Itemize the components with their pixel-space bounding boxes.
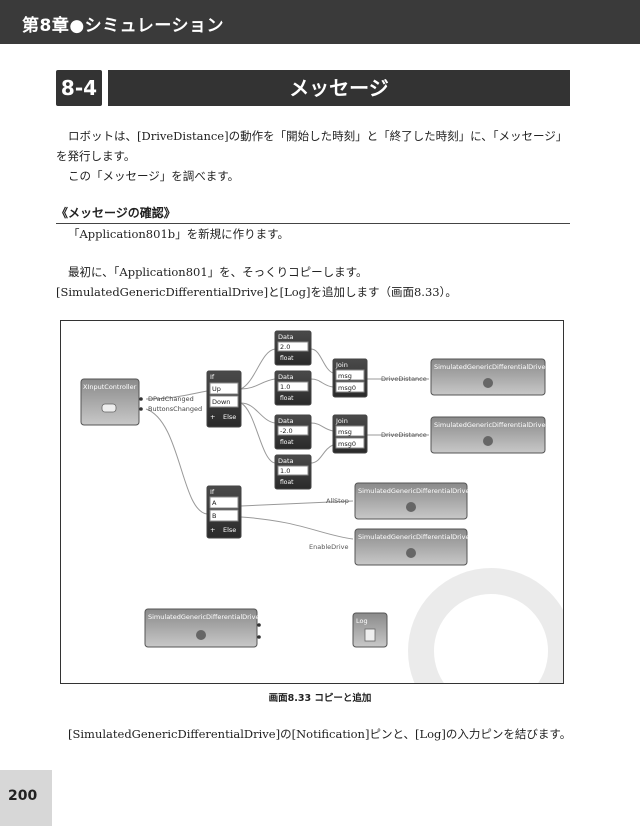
figure-caption: 画面8.33 コピーと追加 bbox=[268, 693, 372, 704]
join-node-2[interactable]: Join msg msg0 bbox=[332, 414, 368, 454]
section-title: メッセージ bbox=[108, 70, 570, 106]
if2-case-b: B bbox=[212, 512, 216, 520]
conn-buttons-to-if2 bbox=[145, 408, 208, 515]
gamepad-icon bbox=[101, 403, 117, 413]
data-node-1[interactable]: Data 2.0 float bbox=[274, 330, 312, 366]
drive-distance-label-2: DriveDistance bbox=[381, 431, 427, 439]
page-number: 200 bbox=[8, 788, 38, 804]
if-node-2[interactable]: If A B + Else bbox=[206, 485, 242, 539]
join2-title: Join bbox=[335, 417, 348, 425]
dpad-changed-label: DPadChanged bbox=[148, 395, 194, 403]
conn-down-to-data4 bbox=[240, 402, 276, 464]
sim-drive-node-4[interactable]: SimulatedGenericDifferentialDrive bbox=[354, 528, 469, 566]
join1-msg0: msg0 bbox=[338, 384, 356, 392]
section-number: 8-4 bbox=[56, 70, 102, 106]
step-2: 最初に、「Application801」を、そっくりコピーします。 bbox=[68, 265, 368, 279]
if1-plus: + bbox=[210, 413, 215, 421]
sim-drive-2-title: SimulatedGenericDifferentialDrive bbox=[434, 421, 545, 429]
conn-data4-to-join2 bbox=[310, 444, 334, 464]
if1-case-up: Up bbox=[212, 385, 221, 393]
data3-type: float bbox=[280, 439, 294, 446]
sim-drive-5-title: SimulatedGenericDifferentialDrive bbox=[148, 613, 259, 621]
conn-up-to-data2 bbox=[240, 378, 276, 390]
log-node[interactable]: Log bbox=[352, 612, 388, 648]
chapter-header-bar: 第8章●シミュレーション bbox=[0, 0, 640, 44]
data3-title: Data bbox=[278, 417, 294, 425]
data4-type: float bbox=[280, 479, 294, 486]
xinput-controller-node[interactable]: XInputController bbox=[80, 378, 143, 426]
if2-case-a: A bbox=[212, 499, 217, 507]
conn-data2-to-join1 bbox=[310, 378, 334, 388]
data3-value: -2.0 bbox=[280, 427, 293, 435]
sim-drive-node-1[interactable]: SimulatedGenericDifferentialDrive bbox=[430, 358, 546, 396]
watermark-gear-icon bbox=[408, 568, 563, 683]
if2-title: If bbox=[210, 488, 215, 496]
gear-icon bbox=[483, 378, 493, 388]
gear-icon bbox=[406, 548, 416, 558]
if1-case-down: Down bbox=[212, 398, 230, 406]
buttons-changed-label: ButtonsChanged bbox=[148, 405, 202, 413]
closing-text: [SimulatedGenericDifferentialDrive]の[Not… bbox=[68, 727, 572, 741]
if2-else: Else bbox=[223, 526, 236, 534]
xinput-title: XInputController bbox=[83, 383, 137, 391]
join2-msg: msg bbox=[338, 428, 352, 436]
step-1: 「Application801b」を新規に作ります。 bbox=[68, 227, 289, 241]
gear-icon bbox=[483, 436, 493, 446]
data2-title: Data bbox=[278, 373, 294, 381]
chapter-title: 第8章●シミュレーション bbox=[22, 16, 224, 36]
data2-type: float bbox=[280, 395, 294, 402]
if1-title: If bbox=[210, 373, 215, 381]
data-node-3[interactable]: Data -2.0 float bbox=[274, 414, 312, 450]
intro-line-1: ロボットは、[DriveDistance]の動作を「開始した時刻」と「終了した時… bbox=[68, 129, 568, 143]
data2-value: 1.0 bbox=[280, 383, 290, 391]
data4-value: 1.0 bbox=[280, 467, 290, 475]
join-node-1[interactable]: Join msg msg0 bbox=[332, 358, 368, 398]
data4-title: Data bbox=[278, 457, 294, 465]
enable-drive-label: EnableDrive bbox=[309, 543, 348, 551]
conn-a-to-drive3 bbox=[240, 500, 354, 507]
gear-icon bbox=[406, 502, 416, 512]
intro-line-3: この「メッセージ」を調べます。 bbox=[68, 169, 240, 183]
sim-drive-node-3[interactable]: SimulatedGenericDifferentialDrive bbox=[354, 482, 469, 520]
data-node-2[interactable]: Data 1.0 float bbox=[274, 370, 312, 406]
data1-value: 2.0 bbox=[280, 343, 290, 351]
if-node-1[interactable]: If Up Down + Else bbox=[206, 370, 242, 428]
intro-line-2: を発行します。 bbox=[56, 149, 136, 163]
if1-else: Else bbox=[223, 413, 236, 421]
page-number-box: 200 bbox=[0, 770, 52, 826]
step-3: [SimulatedGenericDifferentialDrive]と[Log… bbox=[56, 285, 457, 299]
data1-title: Data bbox=[278, 333, 294, 341]
data1-type: float bbox=[280, 355, 294, 362]
log-title: Log bbox=[356, 617, 368, 625]
join1-title: Join bbox=[335, 361, 348, 369]
subheading: 《メッセージの確認》 bbox=[56, 204, 570, 224]
sim-drive-1-title: SimulatedGenericDifferentialDrive bbox=[434, 363, 545, 371]
drive-distance-label-1: DriveDistance bbox=[381, 375, 427, 383]
conn-down-to-data3 bbox=[240, 402, 276, 424]
allstop-label: AllStop bbox=[326, 497, 349, 505]
conn-data1-to-join1 bbox=[310, 348, 334, 374]
if2-plus: + bbox=[210, 526, 215, 534]
conn-up-to-data1 bbox=[240, 348, 276, 390]
sim-drive-3-title: SimulatedGenericDifferentialDrive bbox=[358, 487, 469, 495]
sim-drive-4-title: SimulatedGenericDifferentialDrive bbox=[358, 533, 469, 541]
join1-msg: msg bbox=[338, 372, 352, 380]
join2-msg0: msg0 bbox=[338, 440, 356, 448]
conn-dpad-to-if1 bbox=[145, 390, 208, 400]
data-node-4[interactable]: Data 1.0 float bbox=[274, 454, 312, 490]
conn-b-to-drive4 bbox=[240, 516, 354, 540]
gear-icon bbox=[196, 630, 206, 640]
conn-data3-to-join2 bbox=[310, 422, 334, 432]
log-document-icon bbox=[364, 628, 376, 642]
sim-drive-node-2[interactable]: SimulatedGenericDifferentialDrive bbox=[430, 416, 546, 454]
figure-diagram: XInputController DPadChanged ButtonsChan… bbox=[60, 320, 564, 684]
sim-drive-node-5[interactable]: SimulatedGenericDifferentialDrive bbox=[144, 608, 261, 648]
